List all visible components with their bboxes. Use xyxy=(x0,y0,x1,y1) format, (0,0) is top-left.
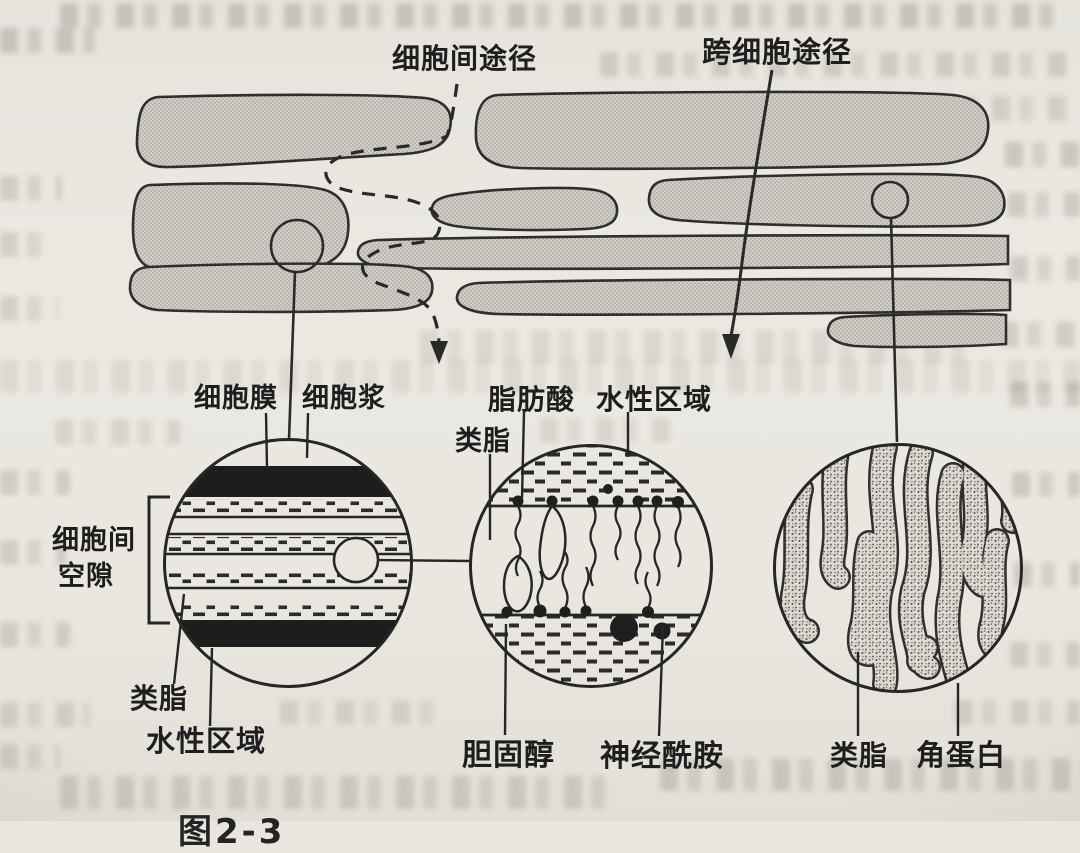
cell-blob xyxy=(430,186,619,232)
lens-intercellular-space xyxy=(163,438,472,688)
cell-blob xyxy=(647,172,1006,228)
label-fatty-acid: 脂肪酸 xyxy=(488,383,576,416)
cell-blob xyxy=(455,277,1012,316)
label-cholesterol: 胆固醇 xyxy=(462,738,555,773)
label-cytoplasm: 细胞浆 xyxy=(302,383,386,414)
arrowhead-icon xyxy=(722,334,740,359)
label-lipid-right: 类脂 xyxy=(830,739,889,772)
label-intercellular-space-line1: 细胞间 xyxy=(52,525,136,556)
keratin-bands xyxy=(781,444,1022,692)
fatty-acid-pointer xyxy=(520,411,526,499)
left-magnifier-line xyxy=(287,271,297,440)
right-magnifier-line xyxy=(889,217,899,443)
cholesterol-loops xyxy=(502,504,567,613)
fatty-acid-tails xyxy=(514,505,682,587)
label-lipid-left: 类脂 xyxy=(130,682,189,715)
inner-magnifier-circle xyxy=(332,536,380,584)
label-transcellular-pathway: 跨细胞途径 xyxy=(702,35,853,69)
aqueous-region-left-pointer xyxy=(208,647,214,727)
left-magnifier-circle xyxy=(269,218,325,274)
lipid-head-groups-bottom xyxy=(501,604,671,642)
lipid-head-groups xyxy=(512,484,684,508)
fatty-acid-tails-bottom xyxy=(536,551,652,609)
label-intercellular-pathway: 细胞间途径 xyxy=(392,42,538,75)
lipid-left-pointer xyxy=(172,593,186,685)
cell-blob xyxy=(356,233,1010,271)
figure-caption-partial: 图2-3 xyxy=(178,812,286,852)
skin-penetration-diagram xyxy=(128,69,1023,737)
lens-keratin-matrix xyxy=(773,443,1023,693)
label-lipid-top: 类脂 xyxy=(455,426,511,457)
right-magnifier-circle xyxy=(870,180,910,220)
label-pointer-lines xyxy=(172,411,960,737)
label-cell-membrane: 细胞膜 xyxy=(194,383,278,414)
lens-lipid-bilayer xyxy=(469,444,713,688)
label-intercellular-space-line2: 空隙 xyxy=(58,561,114,592)
intercellular-space-bracket xyxy=(147,495,170,625)
cell-blob xyxy=(135,93,453,169)
intercellular-pathway-arrow xyxy=(324,83,459,364)
ceramide-pointer xyxy=(657,625,665,737)
cholesterol-pointer xyxy=(503,623,508,736)
cell-blob xyxy=(474,90,990,171)
label-ceramide: 神经酰胺 xyxy=(600,739,724,774)
label-keratin: 角蛋白 xyxy=(916,738,1007,772)
ceramide-dot xyxy=(610,614,638,642)
corneocyte-cell-layers xyxy=(128,90,1012,349)
magnifier-marks xyxy=(269,180,910,443)
cytoplasm-pointer xyxy=(305,412,310,459)
lens-connector-line xyxy=(377,558,472,563)
label-aqueous-region-top: 水性区域 xyxy=(596,383,713,416)
label-aqueous-region-left: 水性区域 xyxy=(146,724,267,758)
cell-blob xyxy=(826,312,1008,349)
transcellular-pathway-arrow xyxy=(722,69,774,359)
cell-membrane-pointer xyxy=(264,412,269,469)
cell-blob xyxy=(128,262,434,314)
arrowhead-icon xyxy=(430,341,448,364)
